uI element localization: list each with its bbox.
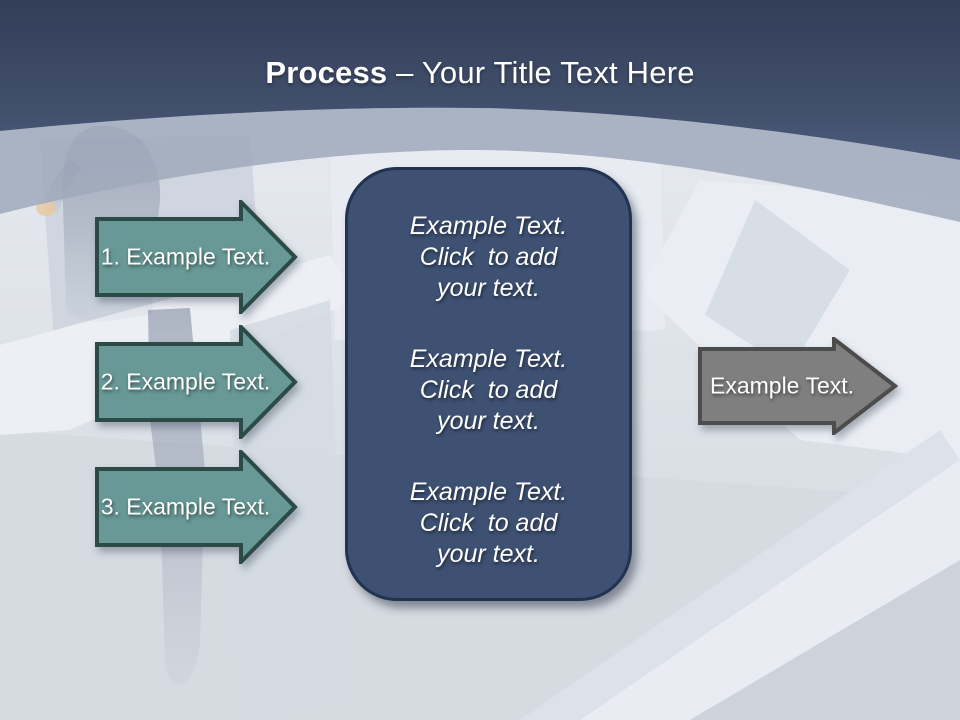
panel-line: Example Text. xyxy=(409,477,568,506)
result-arrow-label: Example Text. xyxy=(709,372,855,399)
arrow-shape xyxy=(698,337,898,435)
step-arrow-2[interactable]: 2. Example Text. xyxy=(95,325,298,439)
panel-line: your text. xyxy=(437,539,540,568)
step-arrow-3[interactable]: 3. Example Text. xyxy=(95,450,298,564)
panel-line: Example Text. xyxy=(409,211,568,240)
panel-line: Click to add xyxy=(419,508,558,537)
panel-text-block-2[interactable]: Example Text. Click to add your text. xyxy=(410,344,567,437)
panel-line: Click to add xyxy=(419,242,558,271)
page-title[interactable]: Process – Your Title Text Here xyxy=(0,50,960,96)
step-arrow-1-label: 1. Example Text. xyxy=(100,243,271,270)
arrow-shape xyxy=(95,450,298,564)
header-band xyxy=(0,0,960,160)
panel-text-block-1[interactable]: Example Text. Click to add your text. xyxy=(410,211,567,304)
step-arrow-1[interactable]: 1. Example Text. xyxy=(95,200,298,314)
result-arrow[interactable]: Example Text. xyxy=(698,337,898,435)
arrow-shape xyxy=(95,325,298,439)
title-text: – Your Title Text Here xyxy=(387,55,695,90)
step-arrow-2-label: 2. Example Text. xyxy=(100,368,271,395)
panel-line: Click to add xyxy=(419,375,558,404)
panel-line: your text. xyxy=(437,406,540,435)
panel-line: your text. xyxy=(437,273,540,302)
panel-line: Example Text. xyxy=(409,344,568,373)
panel-text-block-3[interactable]: Example Text. Click to add your text. xyxy=(410,477,567,570)
title-keyword: Process xyxy=(265,55,388,90)
maze-outer-ring xyxy=(0,107,960,222)
content-panel[interactable]: Example Text. Click to add your text. Ex… xyxy=(345,167,632,601)
arrow-shape xyxy=(95,200,298,314)
step-arrow-3-label: 3. Example Text. xyxy=(100,493,271,520)
